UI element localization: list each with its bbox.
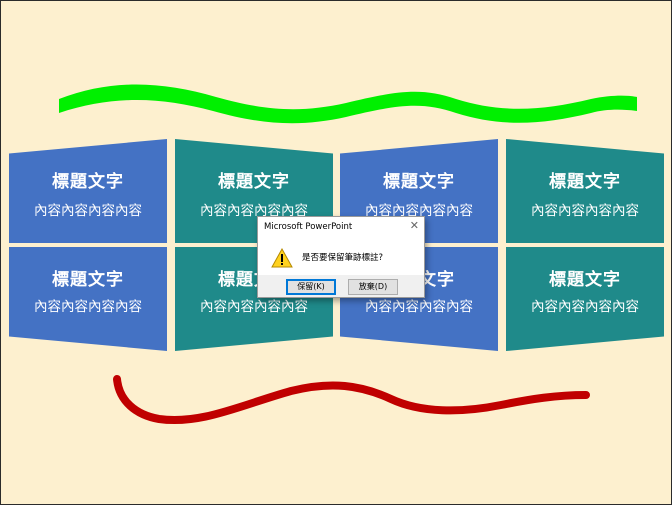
dialog-title: Microsoft PowerPoint	[264, 222, 353, 232]
dialog-message: 是否要保留筆跡標註?	[302, 253, 384, 263]
discard-button[interactable]: 放棄(D)	[348, 279, 398, 295]
card-title: 標題文字	[52, 270, 124, 290]
card-body: 內容內容內容內容	[365, 299, 473, 315]
card-title: 標題文字	[218, 172, 290, 192]
content-card: 標題文字 內容內容內容內容	[175, 139, 333, 243]
content-card: 標題文字 內容內容內容內容	[9, 139, 167, 243]
card-title: 標題文字	[383, 172, 455, 192]
card-body: 內容內容內容內容	[200, 203, 308, 219]
content-card: 標題文字 內容內容內容內容	[9, 247, 167, 351]
keep-ink-dialog: Microsoft PowerPoint ✕ 是否要保留筆跡標註? 保留(K) …	[257, 216, 425, 298]
keep-button[interactable]: 保留(K)	[286, 279, 336, 295]
content-card: 標題文字 內容內容內容內容	[506, 247, 664, 351]
card-body: 內容內容內容內容	[34, 299, 142, 315]
card-title: 標題文字	[52, 172, 124, 192]
card-body: 內容內容內容內容	[34, 203, 142, 219]
card-title: 標題文字	[549, 172, 621, 192]
card-body: 內容內容內容內容	[531, 299, 639, 315]
card-title: 標題文字	[549, 270, 621, 290]
warning-icon	[271, 248, 293, 268]
content-card: 標題文字 內容內容內容內容	[506, 139, 664, 243]
card-body: 內容內容內容內容	[200, 299, 308, 315]
close-icon[interactable]: ✕	[409, 219, 419, 232]
card-body: 內容內容內容內容	[531, 203, 639, 219]
dialog-button-bar: 保留(K) 放棄(D)	[258, 275, 424, 297]
card-body: 內容內容內容內容	[365, 203, 473, 219]
